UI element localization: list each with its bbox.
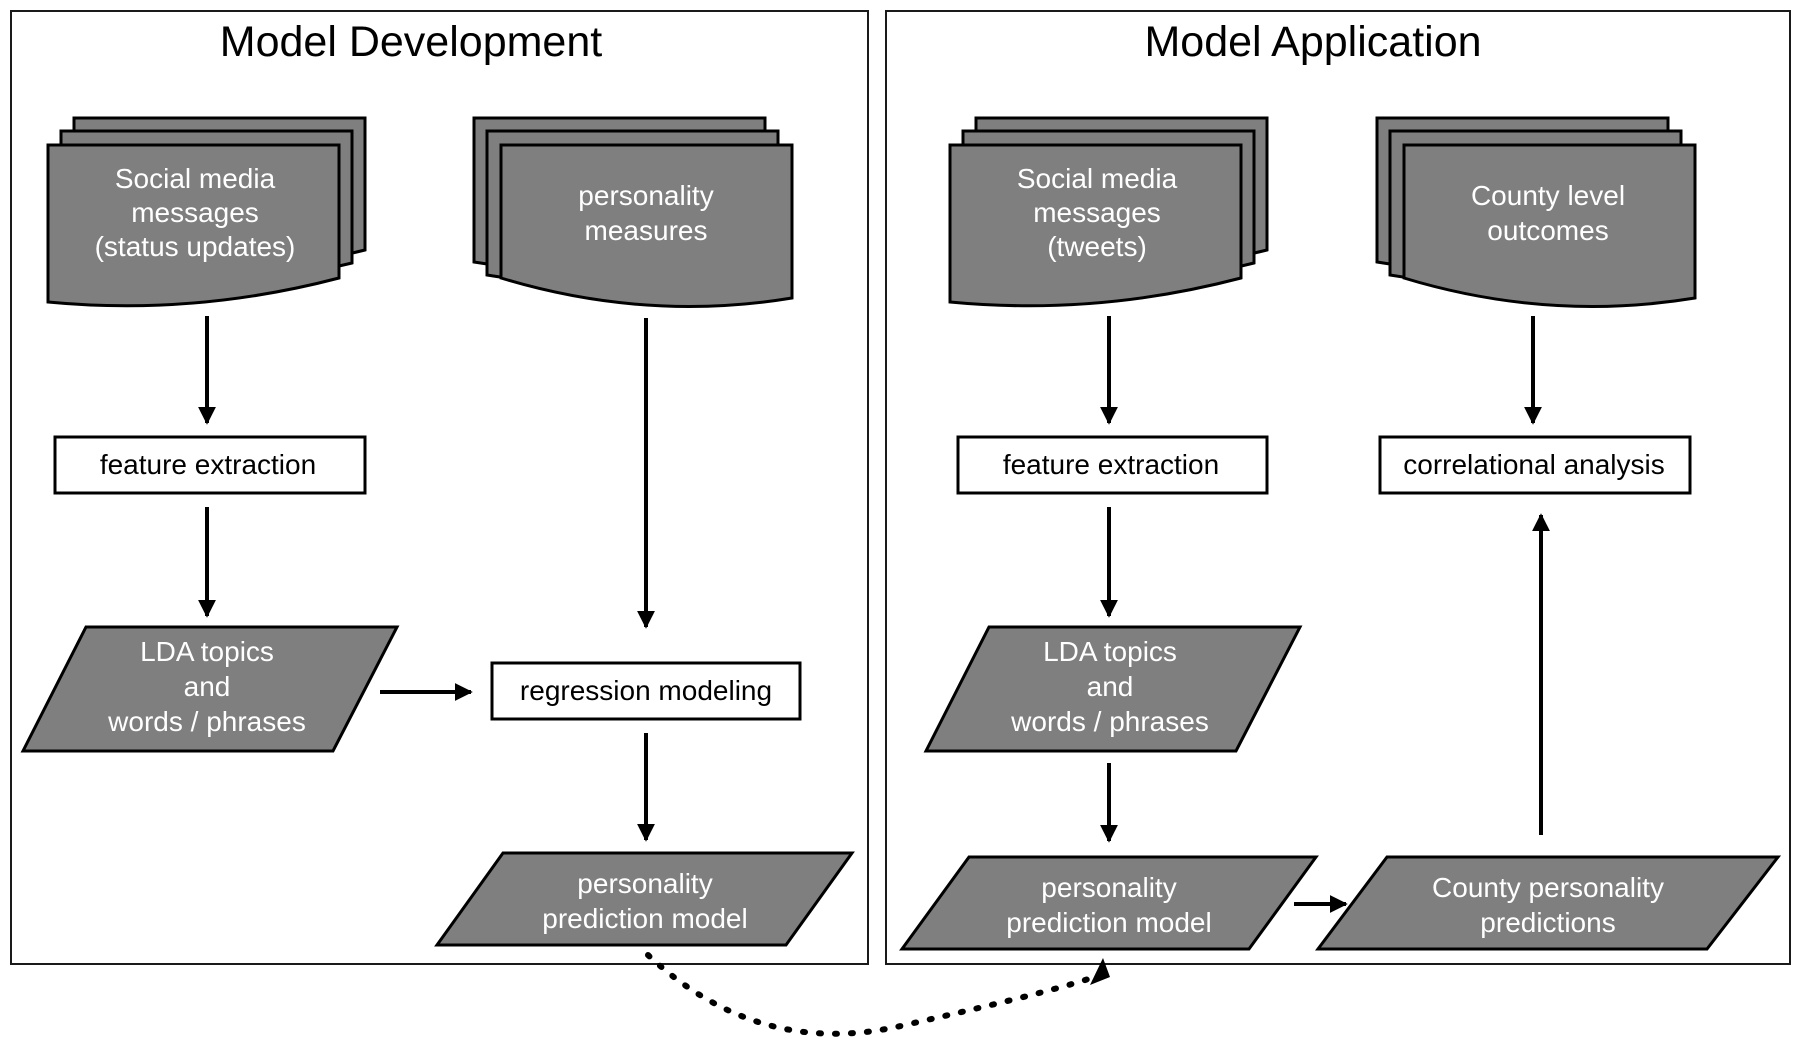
county-outcomes-document: County level outcomes — [1375, 116, 1697, 308]
correlational-analysis-label: correlational analysis — [1403, 449, 1664, 480]
regression-modeling-label: regression modeling — [520, 675, 772, 706]
app-feature-extraction-label: feature extraction — [1003, 449, 1219, 480]
county-predictions-label-2: predictions — [1480, 907, 1615, 938]
dev-social-media-label-2: messages — [131, 197, 259, 228]
app-social-media-label-2: messages — [1033, 197, 1161, 228]
dev-prediction-model-shape — [434, 851, 855, 947]
app-lda-topics-shape — [923, 625, 1303, 753]
app-social-media-document: Social media messages (tweets) — [948, 116, 1269, 308]
dev-prediction-model-label-1: personality — [577, 868, 712, 899]
app-lda-label-1: LDA topics — [1043, 636, 1177, 667]
county-outcomes-label-2: outcomes — [1487, 215, 1608, 246]
app-prediction-model-label-1: personality — [1041, 872, 1176, 903]
dev-lda-label-1: LDA topics — [140, 636, 274, 667]
county-outcomes-label-1: County level — [1471, 180, 1625, 211]
dev-personality-measures-document: personality measures — [472, 116, 794, 308]
dotted-arrowhead — [1090, 958, 1110, 985]
app-prediction-model-shape — [899, 855, 1319, 951]
dev-lda-label-2: and — [184, 671, 231, 702]
dev-feature-extraction-label: feature extraction — [100, 449, 316, 480]
app-social-media-label-1: Social media — [1017, 163, 1178, 194]
dev-prediction-model-label-2: prediction model — [542, 903, 747, 934]
county-predictions-shape — [1315, 855, 1782, 951]
dev-lda-topics-shape — [20, 625, 400, 753]
app-feature-extraction-box — [956, 435, 1269, 495]
regression-modeling-box — [490, 661, 802, 721]
dev-lda-label-3: words / phrases — [107, 706, 306, 737]
correlational-analysis-box — [1378, 435, 1692, 495]
app-social-media-label-3: (tweets) — [1047, 231, 1147, 262]
dev-feature-extraction-box — [53, 435, 367, 495]
app-lda-label-2: and — [1087, 671, 1134, 702]
dev-social-media-label-3: (status updates) — [95, 231, 296, 262]
dev-social-media-document: Social media messages (status updates) — [46, 116, 367, 308]
dev-social-media-label-1: Social media — [115, 163, 276, 194]
model-application-title: Model Application — [1144, 18, 1481, 66]
dev-personality-measures-label-1: personality — [578, 180, 713, 211]
app-prediction-model-label-2: prediction model — [1006, 907, 1211, 938]
app-lda-label-3: words / phrases — [1010, 706, 1209, 737]
dev-personality-measures-label-2: measures — [585, 215, 708, 246]
dotted-transfer-arrow — [645, 952, 1103, 1037]
model-development-title: Model Development — [220, 18, 602, 66]
county-predictions-label-1: County personality — [1432, 872, 1664, 903]
